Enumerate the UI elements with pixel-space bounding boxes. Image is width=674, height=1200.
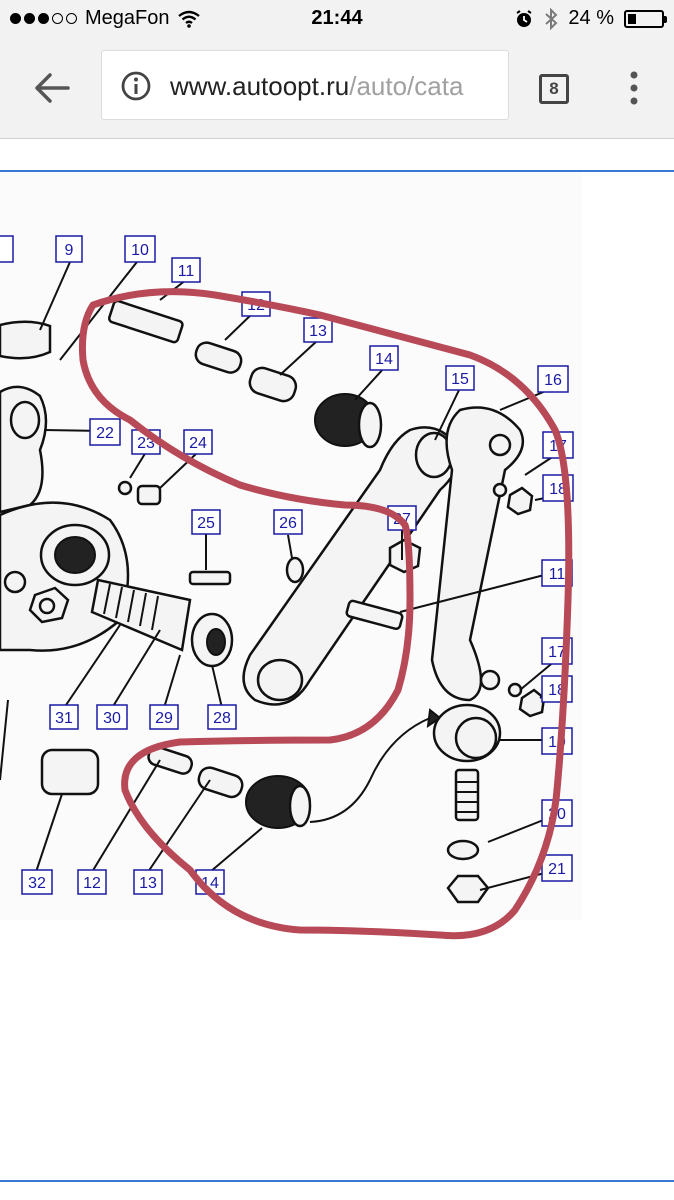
address-bar[interactable]: www.autoopt.ru/auto/cata xyxy=(101,50,509,120)
carrier-group: MegaFon xyxy=(10,7,200,30)
callout-15: 15 xyxy=(445,365,475,391)
tab-switcher-button[interactable]: 8 xyxy=(539,74,569,104)
svg-text:30: 30 xyxy=(103,710,121,727)
svg-text:24: 24 xyxy=(189,435,207,452)
url-text[interactable]: www.autoopt.ru/auto/cata xyxy=(170,71,463,102)
callout-0 xyxy=(0,235,14,263)
bluetooth-icon xyxy=(545,7,558,30)
svg-text:12: 12 xyxy=(83,875,101,892)
svg-text:11: 11 xyxy=(178,263,195,280)
callout-13-bottom: 13 xyxy=(133,869,163,895)
battery-percent: 24 % xyxy=(568,7,614,29)
svg-text:21: 21 xyxy=(548,861,566,878)
svg-text:25: 25 xyxy=(197,515,215,532)
highlight-annotation xyxy=(79,288,573,940)
info-icon[interactable] xyxy=(120,70,152,102)
callout-10: 10 xyxy=(124,235,156,263)
svg-text:32: 32 xyxy=(28,875,46,892)
page-bottom-divider xyxy=(0,1180,674,1182)
callout-25: 25 xyxy=(191,509,221,535)
callout-14-top: 14 xyxy=(369,345,399,371)
callout-30: 30 xyxy=(96,704,128,730)
svg-text:26: 26 xyxy=(279,515,297,532)
callout-21: 21 xyxy=(541,854,573,882)
battery-level xyxy=(628,13,636,24)
browser-toolbar: www.autoopt.ru/auto/cata 8 xyxy=(0,38,674,139)
battery-icon xyxy=(624,9,667,28)
lever-arms-drawing xyxy=(242,406,546,718)
url-host: www.autoopt.ru xyxy=(170,71,350,101)
page-top-divider xyxy=(0,170,674,172)
svg-text:28: 28 xyxy=(213,710,231,727)
wifi-icon xyxy=(177,10,200,28)
svg-text:29: 29 xyxy=(155,710,173,727)
callout-31: 31 xyxy=(49,704,79,730)
svg-text:31: 31 xyxy=(55,710,73,727)
shaft-drawing xyxy=(90,578,234,668)
url-path: /auto/cata xyxy=(349,71,464,101)
callout-11-top: 11 xyxy=(171,257,201,283)
callout-16: 16 xyxy=(537,365,569,393)
housing-drawing xyxy=(0,320,130,652)
callout-29: 29 xyxy=(149,704,179,730)
svg-text:13: 13 xyxy=(139,875,157,892)
callout-26: 26 xyxy=(273,509,303,535)
clock: 21:44 xyxy=(311,7,363,29)
svg-text:17: 17 xyxy=(548,644,566,661)
svg-text:10: 10 xyxy=(131,242,149,259)
status-bar: MegaFon 21:44 24 % xyxy=(0,0,674,38)
callout-24: 24 xyxy=(183,429,213,455)
svg-text:14: 14 xyxy=(375,351,393,368)
carrier-name: MegaFon xyxy=(85,7,170,29)
status-indicators: 24 % xyxy=(514,7,667,30)
callout-9: 9 xyxy=(55,235,83,263)
bolts-and-bushings-top xyxy=(107,299,383,586)
callout-12-bottom: 12 xyxy=(77,869,107,895)
more-menu-icon[interactable] xyxy=(620,68,648,108)
back-arrow-icon[interactable] xyxy=(30,66,74,110)
svg-text:11: 11 xyxy=(549,566,566,583)
alarm-icon xyxy=(516,9,532,27)
signal-strength-icon xyxy=(10,13,77,24)
svg-text:16: 16 xyxy=(544,372,562,389)
svg-text:22: 22 xyxy=(96,425,114,442)
bottom-parts-drawing xyxy=(40,703,502,904)
svg-text:9: 9 xyxy=(65,242,74,259)
callout-28: 28 xyxy=(207,704,237,730)
svg-text:13: 13 xyxy=(309,323,327,340)
callout-22: 22 xyxy=(89,418,121,446)
svg-text:18: 18 xyxy=(549,481,567,498)
svg-text:15: 15 xyxy=(451,371,469,388)
callout-32: 32 xyxy=(21,869,53,895)
callout-13-top: 13 xyxy=(303,317,333,343)
